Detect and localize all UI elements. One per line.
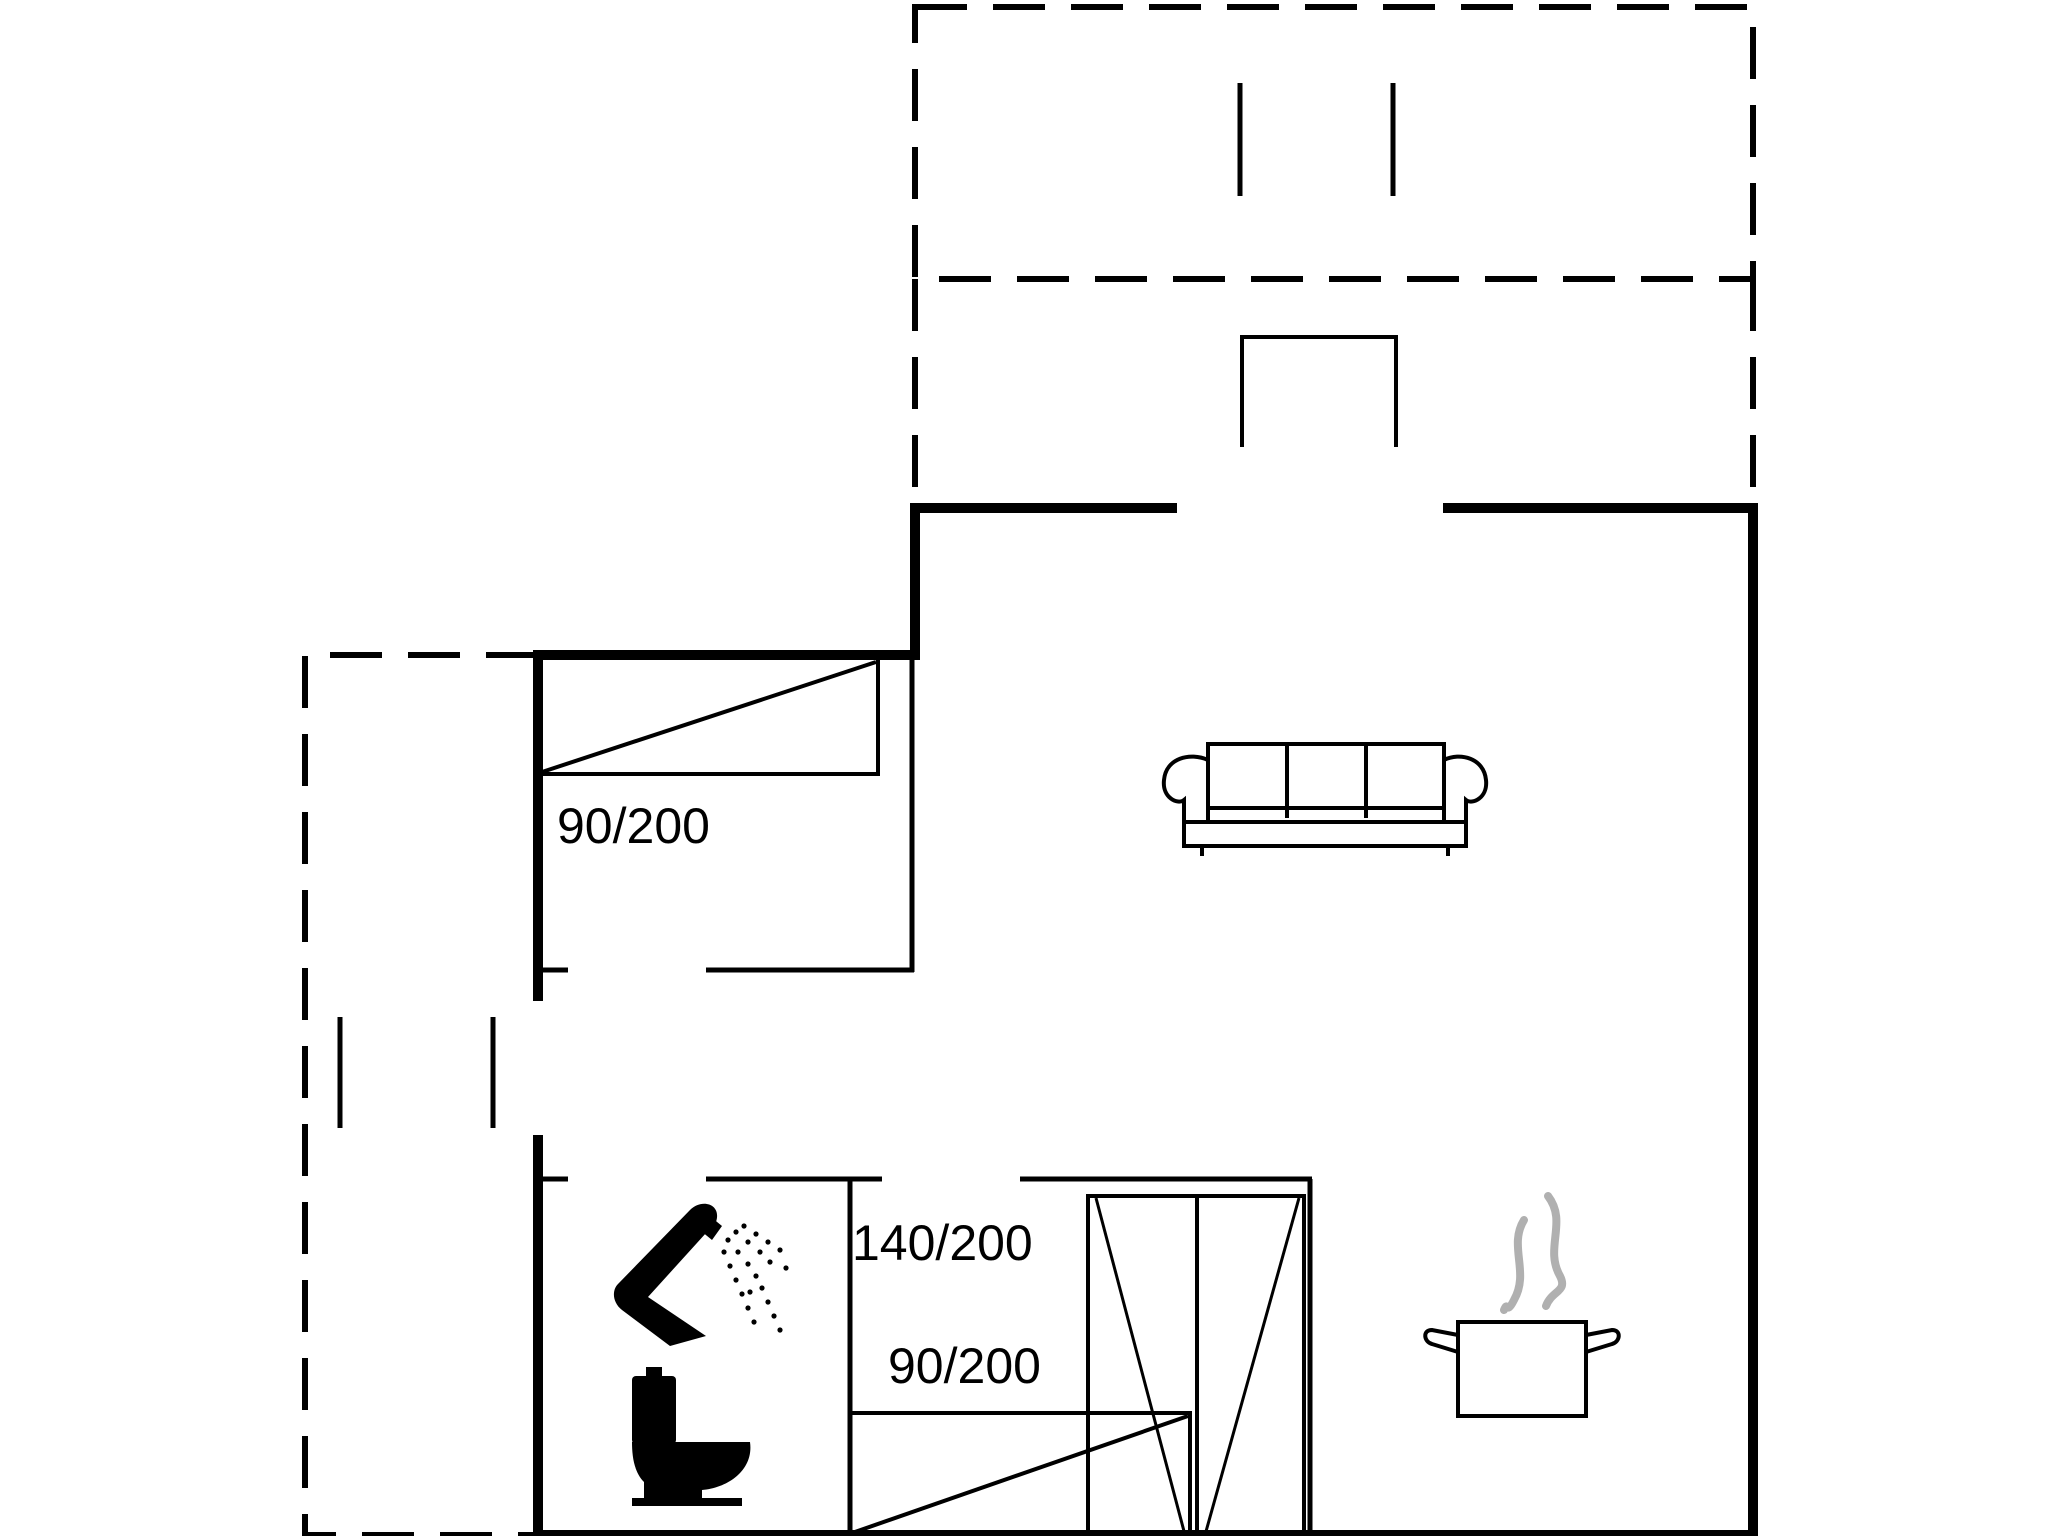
bed-size-label-upper-left: 90/200 bbox=[557, 798, 710, 854]
shower-icon bbox=[613, 1203, 789, 1346]
bed-size-label-lower: 90/200 bbox=[888, 1338, 1041, 1394]
terrace-left bbox=[302, 652, 538, 1536]
bed-upper-left: 90/200 bbox=[541, 660, 880, 854]
bed-double: 140/200 bbox=[852, 1194, 1306, 1536]
fireplace-outline bbox=[1240, 335, 1398, 447]
sofa-icon bbox=[1161, 742, 1489, 856]
cooking-pot-icon bbox=[1423, 1192, 1621, 1418]
toilet-icon bbox=[632, 1367, 751, 1506]
terrace-top bbox=[912, 4, 1756, 502]
bed-lower: 90/200 bbox=[851, 1338, 1192, 1535]
bed-size-label-double: 140/200 bbox=[852, 1215, 1033, 1271]
interior-walls bbox=[538, 655, 1313, 1535]
shower-spray bbox=[721, 1223, 789, 1333]
